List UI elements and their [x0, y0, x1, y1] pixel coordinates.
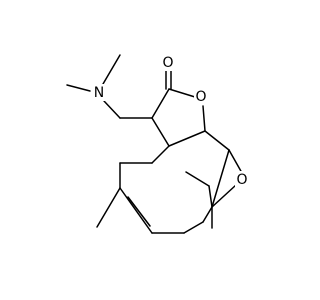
atom-n-dimethylamino: N	[92, 84, 107, 101]
atom-o-carbonyl: O	[161, 54, 176, 71]
bond-c3-c2	[151, 88, 170, 119]
bond-methyl-n-top	[102, 54, 121, 85]
bond-layer	[66, 54, 243, 234]
bond-o-lactone-c9	[202, 105, 206, 132]
bond-epoxide-c-o	[228, 149, 243, 174]
bond-epoxide-c-c	[211, 149, 230, 208]
bond-n-ch2	[103, 100, 121, 119]
atom-label-o-lactone: O	[195, 89, 206, 105]
bond-c9-epoxide-c	[204, 130, 230, 151]
bond-c2-o-lactone	[168, 88, 196, 98]
bond-methyl-n-left	[66, 84, 91, 92]
bond-c7-methyl	[96, 187, 121, 228]
atom-o-lactone: O	[194, 88, 209, 105]
molecule-structure-diagram: N O O O	[66, 54, 250, 234]
bond-c12-c13	[185, 171, 210, 187]
atom-label-o-carbonyl: O	[162, 55, 173, 71]
bond-epoxide-o-c	[211, 184, 237, 208]
atom-o-epoxide: O	[235, 171, 250, 188]
bond-c7-c8	[119, 187, 153, 234]
atom-label-layer: N O O O	[92, 54, 250, 188]
bond-c4-c5	[151, 145, 170, 164]
bond-c9-c4	[168, 130, 206, 147]
bond-c9-c10	[183, 221, 204, 234]
atom-label-o-epoxide: O	[236, 172, 247, 188]
atom-label-n: N	[94, 85, 104, 101]
bond-alkene-inner	[127, 196, 151, 227]
bond-c10-c11	[202, 206, 213, 223]
bond-c11-c12	[208, 185, 213, 208]
bond-c4-c3	[151, 117, 170, 147]
